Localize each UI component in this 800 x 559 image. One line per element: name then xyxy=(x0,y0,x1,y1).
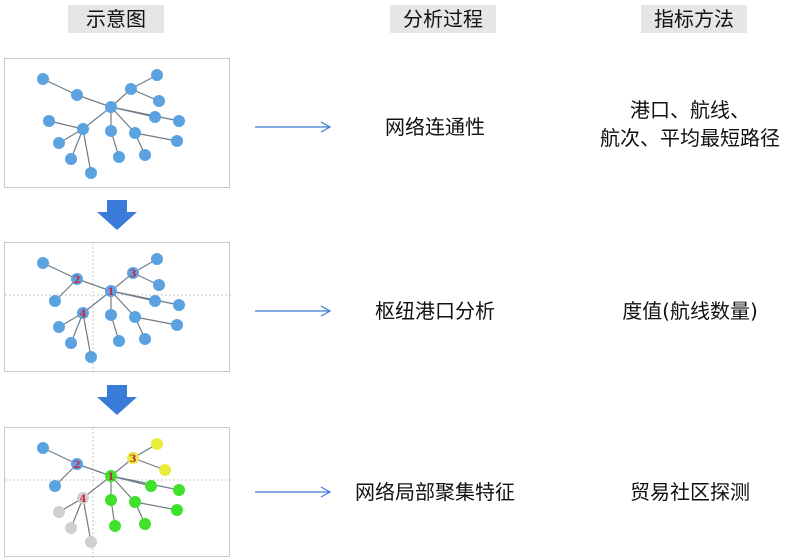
hub-label-4: 4 xyxy=(80,309,87,320)
community-label-2: 2 xyxy=(74,460,81,471)
community-label-4: 4 xyxy=(80,494,87,505)
community-label-1: 1 xyxy=(108,472,115,483)
method-community-line-1: 贸易社区探测 xyxy=(630,480,750,504)
method-degree: 度值(航线数量) xyxy=(580,297,800,325)
process-connectivity: 网络连通性 xyxy=(385,115,485,139)
header-method: 指标方法 xyxy=(641,5,747,33)
hub-label-1: 1 xyxy=(108,287,115,298)
network-graph-connectivity xyxy=(37,69,185,179)
down-arrow-1 xyxy=(97,200,137,230)
network-graph-communities: 1 2 3 4 xyxy=(5,428,231,558)
diagram-panel-connectivity xyxy=(4,58,230,188)
method-community-detection: 贸易社区探测 xyxy=(580,478,800,506)
down-arrow-2 xyxy=(97,385,137,415)
community-label-3: 3 xyxy=(130,454,137,465)
hub-label-3: 3 xyxy=(130,269,137,280)
right-arrow-1 xyxy=(255,121,332,133)
process-hub-ports: 枢纽港口分析 xyxy=(375,299,495,323)
method-connectivity-line-2: 航次、平均最短路径 xyxy=(600,126,780,150)
hub-label-2: 2 xyxy=(74,275,81,286)
diagram-panel-communities: 1 2 3 4 xyxy=(4,427,231,558)
process-local-clustering: 网络局部聚集特征 xyxy=(355,480,515,504)
network-graph-hubs: 1 2 3 4 xyxy=(5,243,231,373)
header-diagram: 示意图 xyxy=(68,5,164,33)
right-arrow-3 xyxy=(255,486,332,498)
method-degree-line-1: 度值(航线数量) xyxy=(622,299,758,323)
right-arrow-2 xyxy=(255,305,332,317)
header-process: 分析过程 xyxy=(390,5,496,33)
method-connectivity: 港口、航线、 航次、平均最短路径 xyxy=(580,96,800,152)
method-connectivity-line-1: 港口、航线、 xyxy=(630,98,750,122)
diagram-panel-hubs: 1 2 3 4 xyxy=(4,242,231,373)
